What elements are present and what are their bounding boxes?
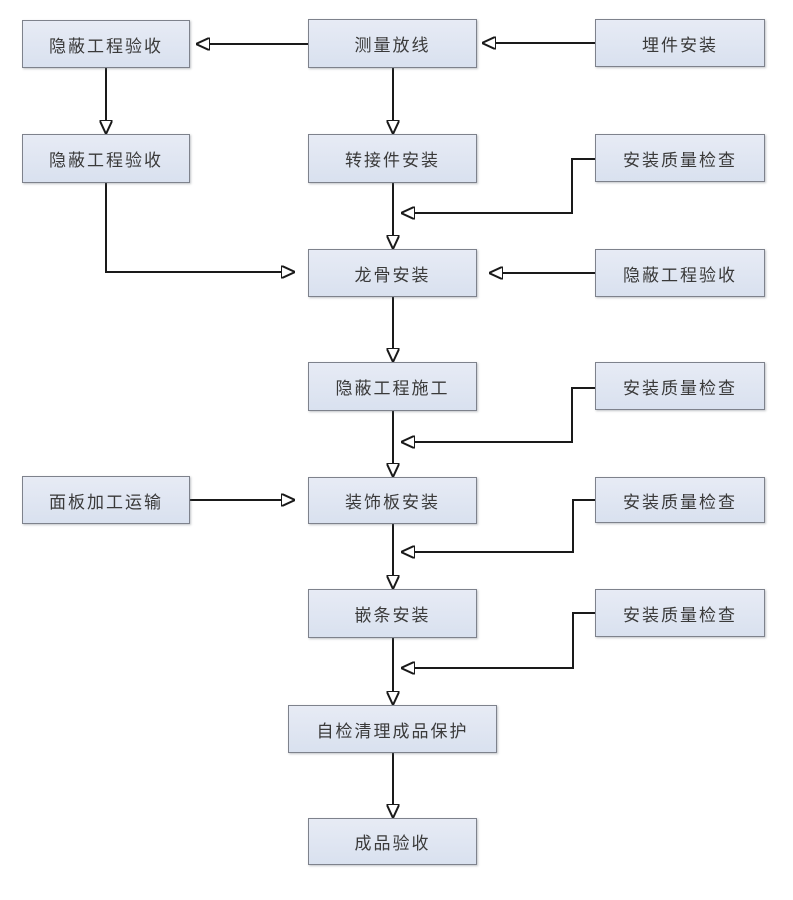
node-hidden-acceptance-right: 隐蔽工程验收 <box>595 249 765 297</box>
node-adapter-install: 转接件安装 <box>308 134 477 183</box>
node-quality-check-3: 安装质量检查 <box>595 477 765 523</box>
node-panel-processing-transport: 面板加工运输 <box>22 476 190 524</box>
arrow-qc1-to-flow <box>414 158 595 213</box>
node-decorative-panel-install: 装饰板安装 <box>308 477 477 524</box>
node-hidden-work-construction: 隐蔽工程施工 <box>308 362 477 411</box>
arrow-qc2-to-flow <box>414 387 595 442</box>
node-finished-acceptance: 成品验收 <box>308 818 477 865</box>
arrow-hidden-left-to-keel <box>105 183 282 272</box>
node-hidden-acceptance-top: 隐蔽工程验收 <box>22 20 190 68</box>
arrow-qc4-to-flow <box>414 612 595 668</box>
node-measure-layout: 测量放线 <box>308 19 477 68</box>
node-quality-check-1: 安装质量检查 <box>595 134 765 182</box>
arrow-qc3-to-flow <box>414 499 595 552</box>
node-self-check-cleanup: 自检清理成品保护 <box>288 705 497 753</box>
node-embed-install: 埋件安装 <box>595 19 765 67</box>
node-keel-install: 龙骨安装 <box>308 249 477 297</box>
node-trim-install: 嵌条安装 <box>308 589 477 638</box>
node-quality-check-2: 安装质量检查 <box>595 362 765 410</box>
node-hidden-acceptance-left: 隐蔽工程验收 <box>22 134 190 183</box>
node-quality-check-4: 安装质量检查 <box>595 589 765 637</box>
